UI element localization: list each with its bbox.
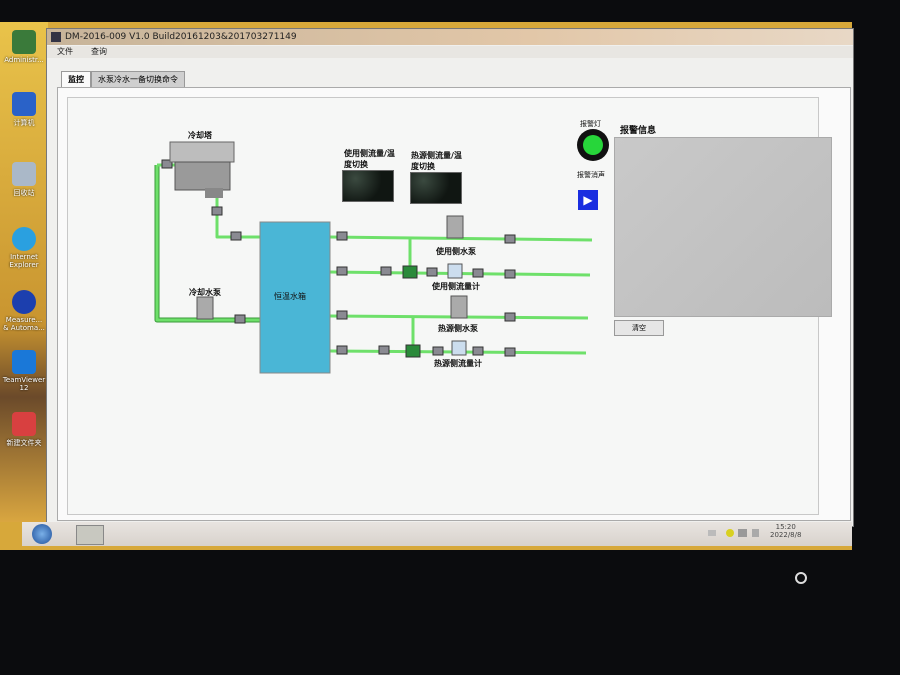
use-display — [342, 170, 394, 202]
icon-label: Measure... & Automa... — [3, 316, 45, 332]
use-pump-icon — [446, 215, 464, 239]
cooling-tower-label: 冷却塔 — [188, 131, 212, 140]
heat-pump-label: 热源侧水泵 — [438, 324, 478, 333]
window-title: DM-2016-009 V1.0 Build20161203&201703271… — [65, 32, 297, 42]
use-bypass-valve-icon — [402, 265, 418, 279]
tab-pump-switch[interactable]: 水泵冷水一备切换命令 — [91, 71, 185, 88]
tank-label: 恒温水箱 — [274, 292, 306, 301]
icon-label: Administr... — [4, 56, 44, 64]
icon-label: 回收站 — [13, 189, 35, 197]
valve-icon — [161, 159, 173, 169]
icon-label: 新建文件夹 — [6, 439, 42, 447]
computer-icon — [12, 92, 36, 116]
speaker-icon: ▶ — [583, 193, 593, 207]
desktop: Administr... 计算机 回收站 Internet Explorer M… — [0, 22, 48, 522]
alarm-silence-button[interactable]: ▶ — [578, 190, 598, 210]
time: 15:20 — [775, 523, 796, 531]
valve-icon — [336, 266, 348, 276]
start-button[interactable] — [32, 524, 52, 544]
user-folder-icon — [12, 30, 36, 54]
valve-icon — [230, 231, 242, 241]
tab-monitor[interactable]: 监控 — [61, 71, 91, 88]
alarm-silence-label: 报警消声 — [577, 171, 605, 179]
alarm-light-label: 报警灯 — [580, 120, 601, 128]
valve-icon — [504, 234, 516, 244]
alarm-light-lamp — [583, 135, 603, 155]
title-bar: DM-2016-009 V1.0 Build20161203&201703271… — [47, 29, 853, 45]
heat-display — [410, 172, 462, 204]
cooling-pump-icon — [196, 296, 214, 320]
desktop-icon-recycle-bin[interactable]: 回收站 — [2, 162, 46, 198]
valve-icon — [472, 346, 484, 356]
app-icon — [51, 32, 61, 42]
teamviewer-icon — [12, 350, 36, 374]
valve-icon — [378, 345, 390, 355]
clear-button[interactable]: 清空 — [614, 320, 664, 336]
desktop-icon-ie[interactable]: Internet Explorer — [2, 227, 46, 269]
menu-bar: 文件 查询 — [47, 46, 853, 58]
heat-pump-icon — [450, 295, 468, 319]
recycle-bin-icon — [12, 162, 36, 186]
desktop-icon-user[interactable]: Administr... — [2, 30, 46, 64]
heat-flowmeter-icon — [451, 340, 467, 356]
valve-icon — [336, 231, 348, 241]
heat-flowmeter-label: 热源侧流量计 — [434, 359, 482, 368]
measurement-automation-icon — [12, 290, 36, 314]
valve-icon — [234, 314, 246, 324]
tank — [259, 221, 331, 374]
valve-icon — [380, 266, 392, 276]
folder-icon — [12, 412, 36, 436]
heat-bypass-valve-icon — [405, 344, 421, 358]
menu-file[interactable]: 文件 — [57, 47, 73, 56]
icon-label: Internet Explorer — [9, 253, 39, 269]
heat-display-label: 热源侧流量/温度切换 — [411, 151, 462, 171]
valve-icon — [211, 206, 223, 216]
valve-icon — [432, 346, 444, 356]
desktop-icon-folder[interactable]: 新建文件夹 — [2, 412, 46, 448]
use-flowmeter-label: 使用侧流量计 — [432, 282, 480, 291]
monitor-power-icon[interactable] — [795, 572, 807, 584]
alarm-info-label: 报警信息 — [620, 126, 657, 136]
valve-icon — [504, 269, 516, 279]
volume-icon[interactable] — [752, 529, 759, 537]
use-flowmeter-icon — [447, 263, 463, 279]
internet-explorer-icon — [12, 227, 36, 251]
tray-keyboard-icon[interactable] — [708, 530, 716, 536]
icon-label: 计算机 — [13, 119, 35, 127]
valve-icon — [472, 268, 484, 278]
taskbar-app-labview[interactable] — [76, 525, 104, 545]
use-pump-label: 使用侧水泵 — [436, 247, 476, 256]
menu-query[interactable]: 查询 — [91, 47, 107, 56]
icon-label: TeamViewer 12 — [2, 376, 46, 392]
desktop-icon-computer[interactable]: 计算机 — [2, 92, 46, 128]
valve-icon — [504, 312, 516, 322]
valve-icon — [336, 310, 348, 320]
tray-status-icon[interactable] — [726, 529, 734, 537]
valve-icon — [504, 347, 516, 357]
desktop-icon-measure[interactable]: Measure... & Automa... — [2, 290, 46, 332]
use-display-label: 使用侧流量/温度切换 — [344, 149, 395, 169]
desktop-icon-teamviewer[interactable]: TeamViewer 12 — [2, 350, 46, 392]
cooling-tower-icon — [169, 141, 235, 198]
alarm-info-list[interactable] — [614, 137, 832, 317]
date: 2022/8/8 — [770, 531, 802, 539]
cooling-pump-label: 冷却水泵 — [189, 288, 221, 297]
valve-icon — [426, 267, 438, 277]
valve-icon — [336, 345, 348, 355]
network-icon[interactable] — [738, 529, 747, 537]
